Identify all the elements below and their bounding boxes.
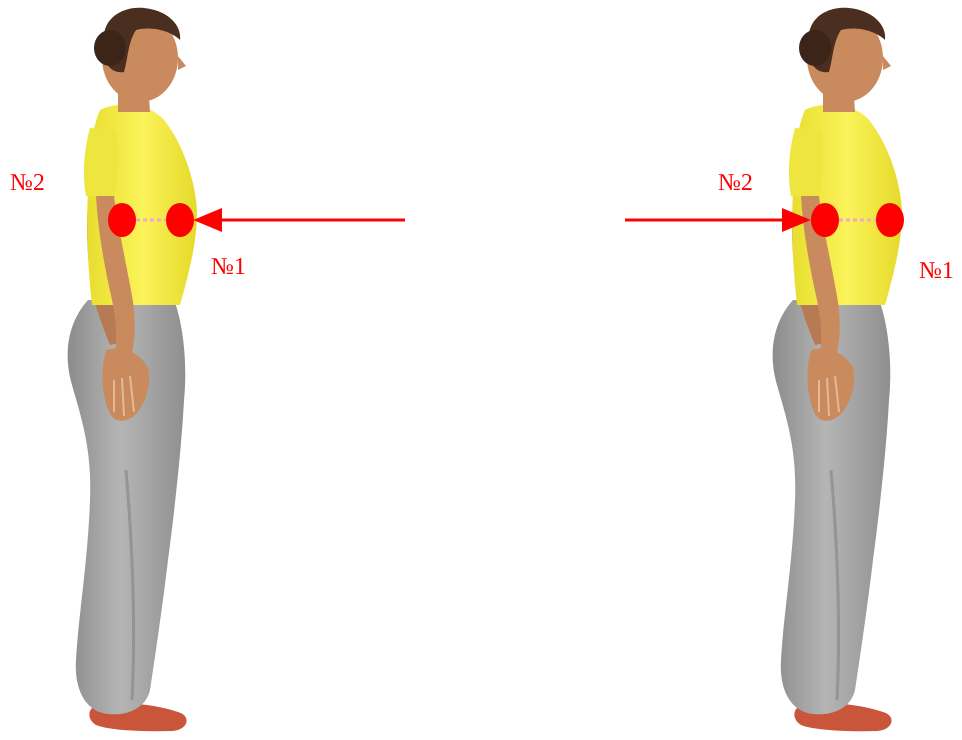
right-figure [773,8,902,731]
right-point-1-label: №1 [919,259,954,283]
left-point-2-label: №2 [10,171,45,195]
left-point-2-marker [108,203,136,237]
left-point-1-label: №1 [211,255,246,279]
right-point-2-marker [811,203,839,237]
right-point-2-label: №2 [718,171,753,195]
right-point-1-marker [876,203,904,237]
left-point-1-marker [166,203,194,237]
left-figure [68,8,197,731]
